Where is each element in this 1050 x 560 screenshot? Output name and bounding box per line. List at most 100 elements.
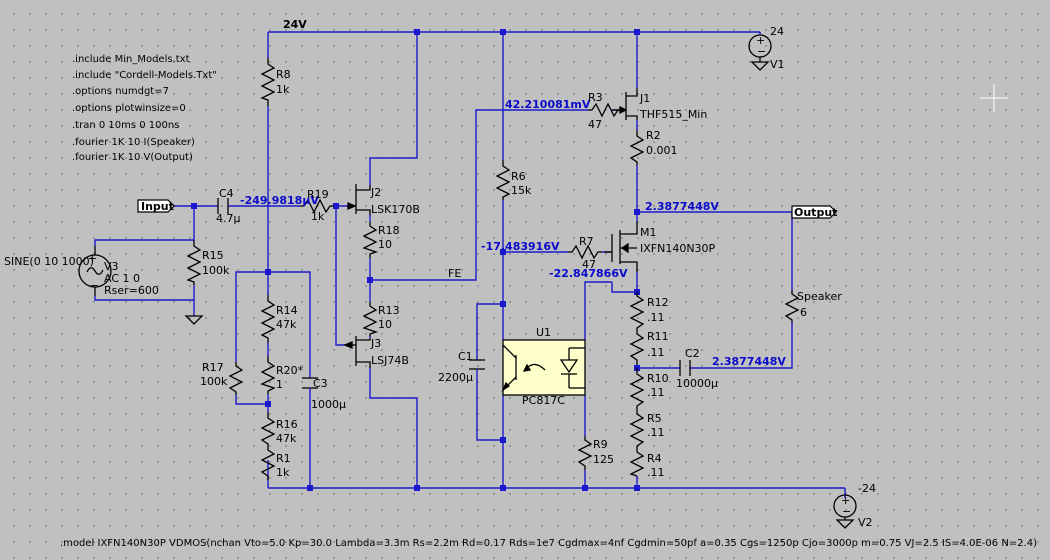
svg-text:.include Min_Models.txt: .include Min_Models.txt — [72, 54, 190, 65]
v1-source[interactable]: + − — [748, 32, 772, 71]
r3-symbol — [588, 102, 622, 118]
svg-text:J1: J1 — [639, 92, 650, 105]
c2-node-voltage: 2.3877448V — [712, 355, 786, 368]
svg-text:+: + — [841, 494, 850, 507]
svg-text:R9: R9 — [593, 438, 608, 451]
svg-text:.11: .11 — [647, 386, 665, 399]
svg-text:−: − — [842, 505, 851, 518]
svg-text:.11: .11 — [647, 346, 665, 359]
svg-text:LSK170B: LSK170B — [371, 203, 420, 216]
m1-symbol[interactable] — [604, 222, 638, 272]
svg-text:R12: R12 — [647, 296, 669, 309]
svg-text:1k: 1k — [276, 466, 290, 479]
j3-symbol[interactable] — [343, 336, 371, 368]
svg-text:10: 10 — [378, 318, 392, 331]
svg-text:Input: Input — [141, 200, 174, 213]
j1-symbol[interactable] — [612, 88, 638, 120]
svg-text:+: + — [756, 34, 765, 47]
r15-symbol — [186, 240, 202, 285]
v2-source[interactable]: + − — [833, 494, 857, 529]
j2-symbol[interactable] — [347, 184, 371, 215]
svg-text:C2: C2 — [685, 347, 700, 360]
svg-text:6: 6 — [800, 306, 807, 319]
node-labels: 24V FE 24 -24 -249.9818µV 42.210081mV 2.… — [240, 18, 876, 495]
svg-text:C4: C4 — [219, 187, 234, 200]
svg-text:R3: R3 — [588, 91, 603, 104]
svg-text:Rser=600: Rser=600 — [104, 284, 159, 297]
r18-symbol — [362, 222, 379, 258]
svg-text:PC817C: PC817C — [522, 394, 565, 407]
svg-text:R7: R7 — [579, 235, 594, 248]
r11-symbol — [629, 330, 645, 365]
svg-text:R4: R4 — [647, 452, 662, 465]
svg-text:125: 125 — [593, 453, 614, 466]
svg-text:−: − — [90, 279, 99, 292]
r4-symbol — [629, 448, 645, 477]
svg-text:IXFN140N30P: IXFN140N30P — [640, 242, 716, 255]
c2-symbol — [679, 360, 691, 376]
r16-symbol — [260, 412, 276, 446]
speaker-symbol — [784, 290, 800, 322]
svg-text:R2: R2 — [646, 129, 661, 142]
svg-text:47: 47 — [582, 258, 596, 271]
svg-text:.11: .11 — [647, 426, 665, 439]
svg-text:LSJ74B: LSJ74B — [371, 354, 409, 367]
svg-text:R8: R8 — [276, 68, 291, 81]
svg-text:V2: V2 — [858, 516, 873, 529]
r1-symbol — [260, 446, 276, 480]
capacitor-symbols[interactable] — [217, 198, 691, 412]
r12-symbol — [629, 292, 645, 330]
u1-optocoupler[interactable] — [501, 339, 586, 396]
svg-text:.11: .11 — [647, 466, 665, 479]
svg-text:1000µ: 1000µ — [311, 398, 346, 411]
svg-text:10000µ: 10000µ — [676, 377, 718, 390]
svg-text:0.001: 0.001 — [646, 144, 678, 157]
svg-text:R18: R18 — [378, 224, 400, 237]
svg-text:R1: R1 — [276, 452, 291, 465]
input-node-voltage: -249.9818µV — [240, 194, 319, 207]
r7-symbol — [568, 244, 602, 260]
svg-text:U1: U1 — [536, 326, 551, 339]
m1-source-voltage: -22.847866V — [549, 267, 628, 280]
svg-text:1: 1 — [276, 378, 283, 391]
rail-top-label: 24V — [283, 18, 307, 31]
svg-text:Speaker: Speaker — [797, 290, 842, 303]
c3-symbol — [302, 377, 318, 412]
svg-text:R20*: R20* — [276, 364, 304, 377]
r9-symbol — [577, 436, 593, 470]
v2-value: -24 — [858, 482, 876, 495]
c4-symbol — [217, 198, 229, 214]
v3-source[interactable]: + − — [78, 246, 112, 296]
svg-text:R17: R17 — [202, 361, 224, 374]
svg-text:1k: 1k — [311, 210, 325, 223]
svg-text:.options plotwinsize=0: .options plotwinsize=0 — [72, 103, 186, 114]
model-directive[interactable]: .model IXFN140N30P VDMOS(nchan Vto=5.0 K… — [60, 538, 1037, 549]
c1-symbol — [469, 359, 485, 376]
spice-directives[interactable]: .include Min_Models.txt .include "Cordel… — [72, 54, 217, 163]
svg-text:.tran 0 10ms 0 100ns: .tran 0 10ms 0 100ns — [72, 120, 179, 131]
svg-text:R16: R16 — [276, 418, 298, 431]
output-flag: Output — [791, 205, 837, 219]
svg-text:R13: R13 — [378, 304, 400, 317]
ground-symbol — [184, 315, 204, 325]
r13-symbol — [362, 302, 379, 336]
crosshair-cursor-icon — [980, 84, 1008, 112]
output-node-voltage: 2.3877448V — [645, 200, 719, 213]
svg-text:THF515_Min: THF515_Min — [639, 108, 707, 121]
svg-text:.options numdgt=7: .options numdgt=7 — [72, 86, 169, 97]
fe-net-label: FE — [448, 267, 461, 280]
resistor-symbols[interactable] — [186, 58, 800, 480]
m1-gate-voltage: -17.483916V — [481, 240, 560, 253]
svg-text:V3: V3 — [104, 260, 119, 273]
svg-text:2200µ: 2200µ — [438, 371, 473, 384]
svg-text:47: 47 — [588, 118, 602, 131]
svg-text:.include "Cordell-Models.Txt": .include "Cordell-Models.Txt" — [72, 70, 217, 81]
r2-symbol — [629, 130, 645, 165]
svg-text:100k: 100k — [202, 264, 230, 277]
svg-text:10: 10 — [378, 238, 392, 251]
svg-text:.fourier 1K 10 V(Output): .fourier 1K 10 V(Output) — [72, 152, 193, 163]
r8-symbol — [260, 58, 276, 106]
svg-text:C1: C1 — [458, 350, 473, 363]
svg-text:C3: C3 — [313, 377, 328, 390]
